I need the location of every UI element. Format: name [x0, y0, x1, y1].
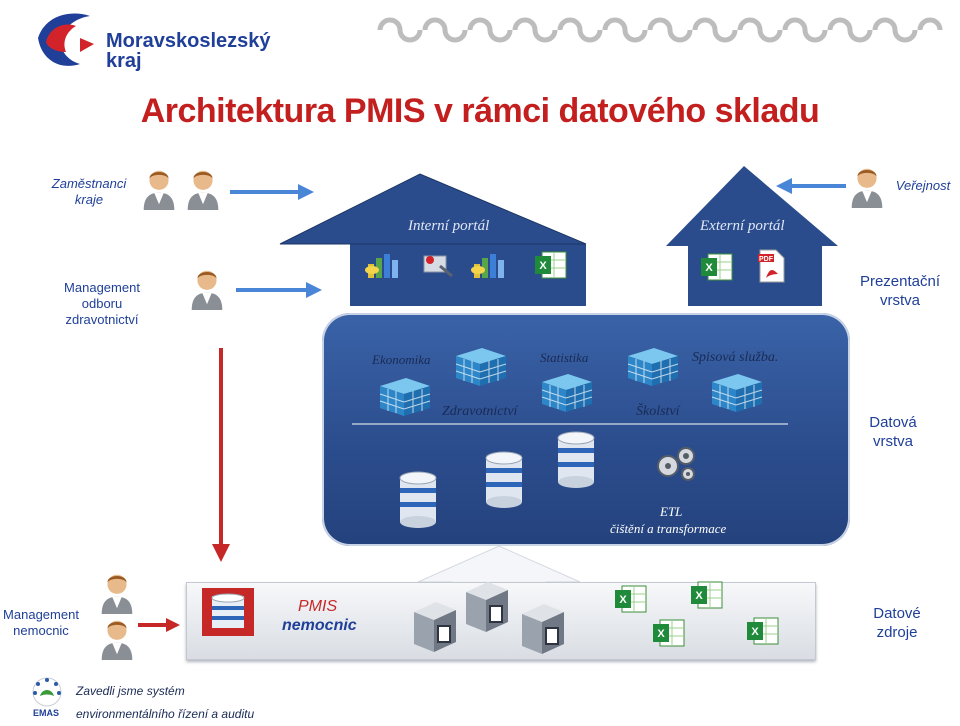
svg-text:X: X: [539, 260, 547, 272]
excel-icon: X: [701, 253, 733, 281]
label-public: Veřejnost: [895, 178, 951, 193]
pmis-database-icon: [202, 588, 254, 636]
ornament-band: [377, 17, 943, 43]
server-icon: [466, 582, 508, 632]
excel-icon: X: [691, 581, 723, 609]
emas-label: EMAS: [33, 708, 60, 718]
svg-text:X: X: [705, 262, 713, 274]
excel-icon: X: [535, 251, 567, 279]
olap-cube-icon: [379, 378, 431, 416]
svg-text:X: X: [695, 590, 703, 602]
kraj-logo: Moravskoslezský kraj: [32, 8, 271, 74]
person-icon: [851, 168, 883, 208]
server-icon: [522, 604, 564, 654]
olap-cube-icon: [455, 348, 507, 386]
arrow-employees: [230, 184, 314, 200]
internal-portal-house: [279, 173, 587, 306]
cube-label-zdravotnictvi: Zdravotnictví: [442, 404, 518, 419]
olap-cube-icon: [627, 348, 679, 386]
arrow-red-down: [212, 348, 230, 562]
emas-logo: [32, 677, 62, 707]
arrow-health-management: [236, 282, 322, 298]
server-icon: [414, 602, 456, 652]
logo-name: Moravskoslezský: [106, 30, 271, 52]
label-health-management: Management odboru zdravotnictví: [64, 280, 140, 327]
page-title: Architektura PMIS v rámci datového sklad…: [140, 92, 820, 130]
person-icon: [101, 620, 133, 660]
footer-line1: Zavedli jsme systém: [76, 684, 185, 698]
bar-chart-icon: [365, 254, 398, 278]
svg-text:X: X: [657, 628, 665, 640]
excel-icon: X: [615, 585, 647, 613]
arrow-red-right: [138, 618, 180, 632]
label-data-layer: Datová vrstva: [869, 414, 917, 450]
cube-label-ekonomika: Ekonomika: [372, 352, 431, 367]
person-icon: [191, 270, 223, 310]
analysis-tools-icon: [423, 255, 453, 278]
pdf-icon: PDF: [758, 249, 785, 283]
internal-portal-label: Interní portál: [408, 218, 490, 234]
bar-chart-icon: [471, 254, 504, 278]
external-portal-label: Externí portál: [700, 218, 785, 234]
cube-label-skolstvi: Školství: [636, 404, 680, 419]
person-icon: [143, 170, 175, 210]
person-icon: [101, 574, 133, 614]
olap-cube-icon: [711, 374, 763, 412]
svg-text:PDF: PDF: [759, 256, 774, 263]
cube-label-spisova-sluzba: Spisová služba.: [692, 350, 779, 365]
label-employees: Zaměstnanci kraje: [51, 176, 127, 207]
gears-icon: [657, 447, 695, 481]
label-data-sources: Datové zdroje: [873, 605, 921, 641]
external-portal-house: [666, 166, 838, 306]
pmis-label: PMIS: [298, 598, 338, 615]
person-icon: [187, 170, 219, 210]
olap-cube-icon: [541, 374, 593, 412]
database-icon: [485, 451, 523, 508]
svg-text:X: X: [751, 626, 759, 638]
label-hospital-management: Management nemocnic: [3, 607, 79, 638]
footer-line2: environmentálního řízení a auditu: [76, 707, 255, 721]
logo-sub: kraj: [106, 50, 142, 72]
pmis-sublabel: nemocnic: [282, 617, 357, 634]
excel-icon: X: [653, 619, 685, 647]
kraj-emblem: [38, 13, 94, 66]
cube-label-statistika: Statistika: [540, 350, 589, 365]
database-icon: [557, 431, 595, 488]
excel-icon: X: [747, 617, 779, 645]
arrow-public: [776, 178, 846, 194]
cube-area-divider: [352, 423, 788, 425]
etl-label: ETL: [660, 504, 683, 519]
label-presentation-layer: Prezentační vrstva: [859, 273, 941, 309]
database-icon: [399, 471, 437, 528]
svg-text:X: X: [619, 594, 627, 606]
etl-sublabel: čištění a transformace: [610, 521, 727, 536]
